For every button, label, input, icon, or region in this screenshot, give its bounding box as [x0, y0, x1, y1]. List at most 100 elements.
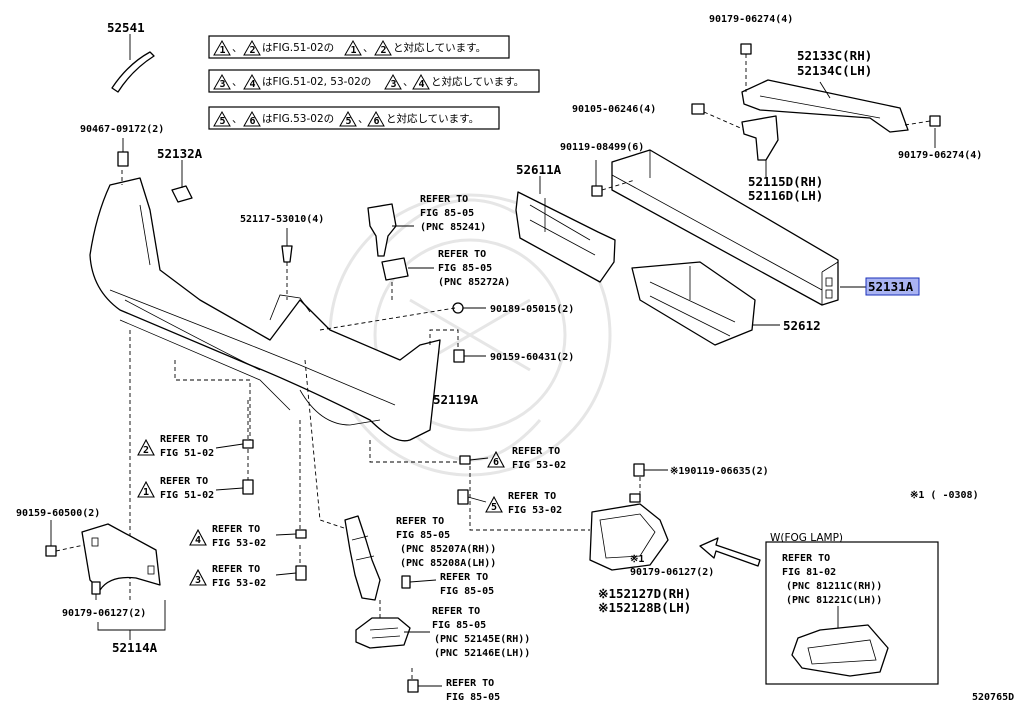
svg-text:6: 6	[374, 116, 380, 127]
svg-text:(PNC 81221C(LH)): (PNC 81221C(LH))	[786, 595, 882, 606]
svg-text:と対応しています。: と対応しています。	[386, 112, 479, 125]
clip-refer-85-05-a	[401, 575, 437, 589]
svg-text:2: 2	[381, 45, 387, 56]
svg-text:はFIG.51-02の: はFIG.51-02の	[262, 42, 334, 54]
diagram-id: 520765D	[972, 692, 1014, 703]
label-90189: 90189-05015(2)	[490, 304, 574, 315]
svg-text:、: 、	[363, 42, 374, 54]
svg-text:REFER TO: REFER TO	[396, 516, 444, 527]
label-52131A[interactable]: 52131A	[868, 279, 914, 294]
svg-text:4: 4	[419, 79, 425, 90]
svg-text:REFER TO: REFER TO	[446, 678, 494, 689]
note-box-3: 5 、 6 はFIG.53-02の 5 、 6 と対応しています。	[208, 106, 500, 130]
svg-text:はFIG.51-02, 53-02の: はFIG.51-02, 53-02の	[262, 76, 371, 88]
label-90179-06127-left: 90179-06127(2)	[62, 608, 146, 619]
svg-text:1: 1	[220, 45, 226, 56]
svg-text:3: 3	[391, 79, 397, 90]
svg-text:REFER TO: REFER TO	[160, 434, 208, 445]
part-52127D-fog-cover	[589, 493, 669, 571]
label-52133C: 52133C(RH)	[797, 48, 872, 63]
refer-85207A: REFER TO FIG 85-05 (PNC 85207A(RH)) (PNC…	[396, 516, 496, 569]
label-52612: 52612	[783, 318, 821, 333]
refer-81-02: REFER TO FIG 81-02 (PNC 81211C(RH)) (PNC…	[782, 553, 882, 606]
clip-52117	[281, 228, 293, 263]
bracket-52145E	[355, 617, 430, 649]
svg-text:(PNC 85207A(RH)): (PNC 85207A(RH))	[400, 544, 496, 555]
svg-text:3: 3	[195, 575, 201, 586]
svg-text:と対応しています。: と対応しています。	[431, 75, 524, 88]
svg-text:、: 、	[232, 76, 243, 88]
nut-refer-4	[295, 529, 307, 539]
bolt-190119	[633, 463, 668, 477]
label-52117: 52117-53010(4)	[240, 214, 324, 225]
label-52128B: ※152128B(LH)	[598, 600, 691, 615]
label-52115D: 52115D(RH)	[748, 174, 823, 189]
label-footnote: ※1 ( -0308)	[910, 490, 979, 501]
svg-text:6: 6	[493, 457, 499, 468]
svg-text:FIG 85-05: FIG 85-05	[420, 208, 474, 219]
sensor-85272A	[381, 257, 434, 281]
bolt-90159-60431	[453, 349, 486, 363]
label-52611A: 52611A	[516, 162, 562, 177]
refer-85272A: REFER TO FIG 85-05 (PNC 85272A)	[438, 249, 510, 288]
svg-text:FIG 53-02: FIG 53-02	[508, 505, 562, 516]
svg-text:5: 5	[220, 116, 226, 127]
bolt-90159-60500	[45, 520, 85, 557]
svg-text:REFER TO: REFER TO	[432, 606, 480, 617]
svg-text:REFER TO: REFER TO	[160, 476, 208, 487]
svg-text:FIG 85-05: FIG 85-05	[438, 263, 492, 274]
note-box-2: 3 、 4 はFIG.51-02, 53-02の 3 、 4 と対応しています。	[208, 69, 540, 93]
svg-text:(PNC 85208A(LH)): (PNC 85208A(LH))	[400, 558, 496, 569]
svg-text:FIG 51-02: FIG 51-02	[160, 448, 214, 459]
refer-tri-3: 3 REFER TO FIG 53-02	[195, 564, 266, 589]
svg-text:REFER TO: REFER TO	[212, 524, 260, 535]
svg-text:FIG 53-02: FIG 53-02	[212, 538, 266, 549]
refer-tri-1: 1 REFER TO FIG 51-02	[143, 476, 214, 501]
refer-85241: REFER TO FIG 85-05 (PNC 85241)	[420, 194, 486, 233]
svg-text:FIG 85-05: FIG 85-05	[440, 586, 494, 597]
refer-tri-2: 2 REFER TO FIG 51-02	[143, 434, 214, 459]
label-52119A: 52119A	[433, 392, 479, 407]
bolt-90179-right	[904, 115, 941, 148]
svg-text:REFER TO: REFER TO	[438, 249, 486, 260]
part-52541-molding	[111, 34, 155, 93]
label-52127D: ※152127D(RH)	[598, 586, 691, 601]
svg-text:REFER TO: REFER TO	[420, 194, 468, 205]
svg-text:2: 2	[250, 45, 256, 56]
bracket-52115D	[741, 115, 779, 178]
refer-leaders	[215, 225, 489, 576]
arrow-to-fog-lamp	[699, 537, 761, 567]
bracket-52132A	[171, 160, 193, 203]
svg-text:、: 、	[232, 42, 243, 54]
highlight-52131A[interactable]	[865, 277, 920, 296]
svg-text:FIG 53-02: FIG 53-02	[212, 578, 266, 589]
refer-52145E: REFER TO FIG 85-05 (PNC 52145E(RH)) (PNC…	[432, 606, 530, 659]
label-x1-mark: ※1	[630, 554, 644, 565]
svg-text:REFER TO: REFER TO	[782, 553, 830, 564]
svg-text:(PNC 85272A): (PNC 85272A)	[438, 277, 510, 288]
retainer-85207A	[344, 515, 381, 601]
label-90179-06127-right: 90179-06127(2)	[630, 567, 714, 578]
label-90119: 90119-08499(6)	[560, 142, 644, 153]
label-90105: 90105-06246(4)	[572, 104, 656, 115]
refer-85-05-bolt: REFER TO FIG 85-05	[446, 678, 500, 703]
svg-text:1: 1	[143, 487, 149, 498]
svg-text:FIG 51-02: FIG 51-02	[160, 490, 214, 501]
part-52612-absorber	[631, 261, 780, 346]
part-52114A-license-bracket	[81, 523, 161, 591]
refer-tri-4: 4 REFER TO FIG 53-02	[195, 524, 266, 549]
svg-text:1: 1	[351, 45, 357, 56]
note-box-1: 1 、 2 はFIG.51-02の 1 、 2 と対応しています。	[208, 35, 510, 59]
nut-refer-2	[242, 439, 254, 449]
bolt-refer-3	[295, 565, 307, 581]
label-fog-lamp-title: W(FOG LAMP)	[770, 532, 843, 544]
refer-85-05-clip: REFER TO FIG 85-05	[440, 572, 494, 597]
clip-90189	[452, 302, 486, 314]
svg-text:FIG 53-02: FIG 53-02	[512, 460, 566, 471]
svg-text:2: 2	[143, 445, 149, 456]
label-52132A: 52132A	[157, 146, 203, 161]
svg-text:(PNC 52145E(RH)): (PNC 52145E(RH))	[434, 634, 530, 645]
refer-tri-5: 5 REFER TO FIG 53-02	[491, 491, 562, 516]
part-52119A-bumper-cover	[89, 177, 441, 442]
